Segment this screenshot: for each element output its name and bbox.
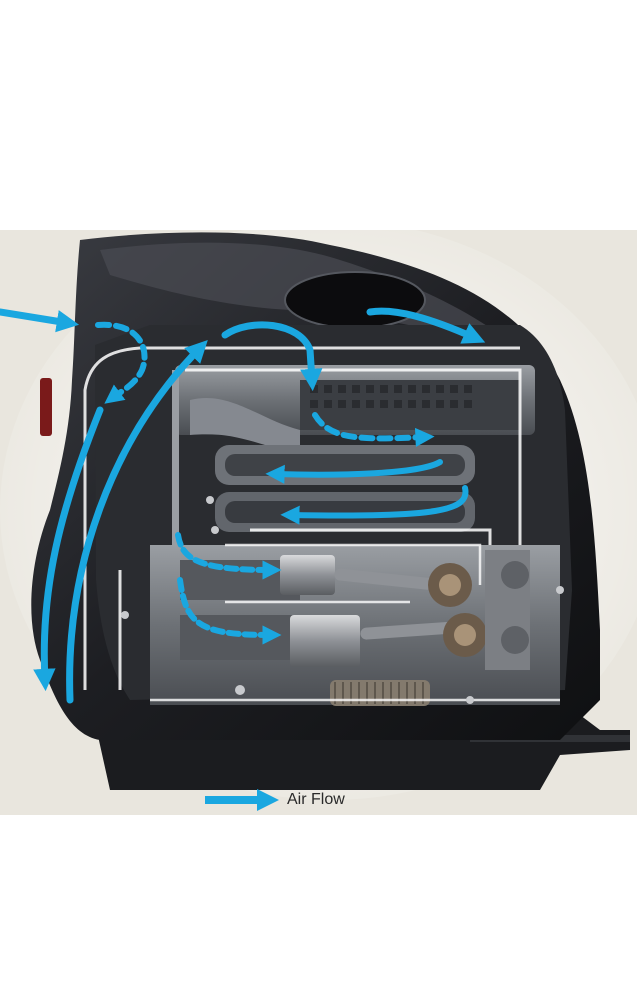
outboard-engine-cutaway <box>0 230 637 800</box>
air-intake-scoop <box>284 271 426 329</box>
piston-lower <box>290 615 360 667</box>
airflow-manifold-dashed <box>312 412 435 448</box>
air-flow-arrow-icon <box>205 789 279 811</box>
airflow-upper-loop <box>221 321 323 392</box>
legend-label: Air Flow <box>287 791 345 808</box>
legend: Air Flow <box>205 785 345 815</box>
side-badge <box>40 378 52 436</box>
intake-manifold <box>175 365 535 455</box>
airflow-scoop-arrow <box>366 307 486 344</box>
airflow-cylinder-lower <box>177 577 282 645</box>
airflow-up-left-inner <box>66 339 208 704</box>
airflow-runner-lower <box>280 485 469 525</box>
illustration-panel: Air Flow <box>0 230 637 815</box>
air-flow-arrows <box>0 307 486 704</box>
airflow-runner-upper <box>265 459 443 484</box>
piston-upper <box>280 555 335 595</box>
airflow-inlet-arrow <box>0 308 80 333</box>
engine-block <box>150 545 560 706</box>
airflow-cylinder-upper <box>175 532 282 580</box>
airflow-down-left-outer <box>33 406 104 692</box>
airflow-front-dashed <box>95 321 148 404</box>
linkage-rod <box>172 370 179 600</box>
detail-bolts <box>121 496 564 704</box>
block-outline <box>150 543 560 702</box>
